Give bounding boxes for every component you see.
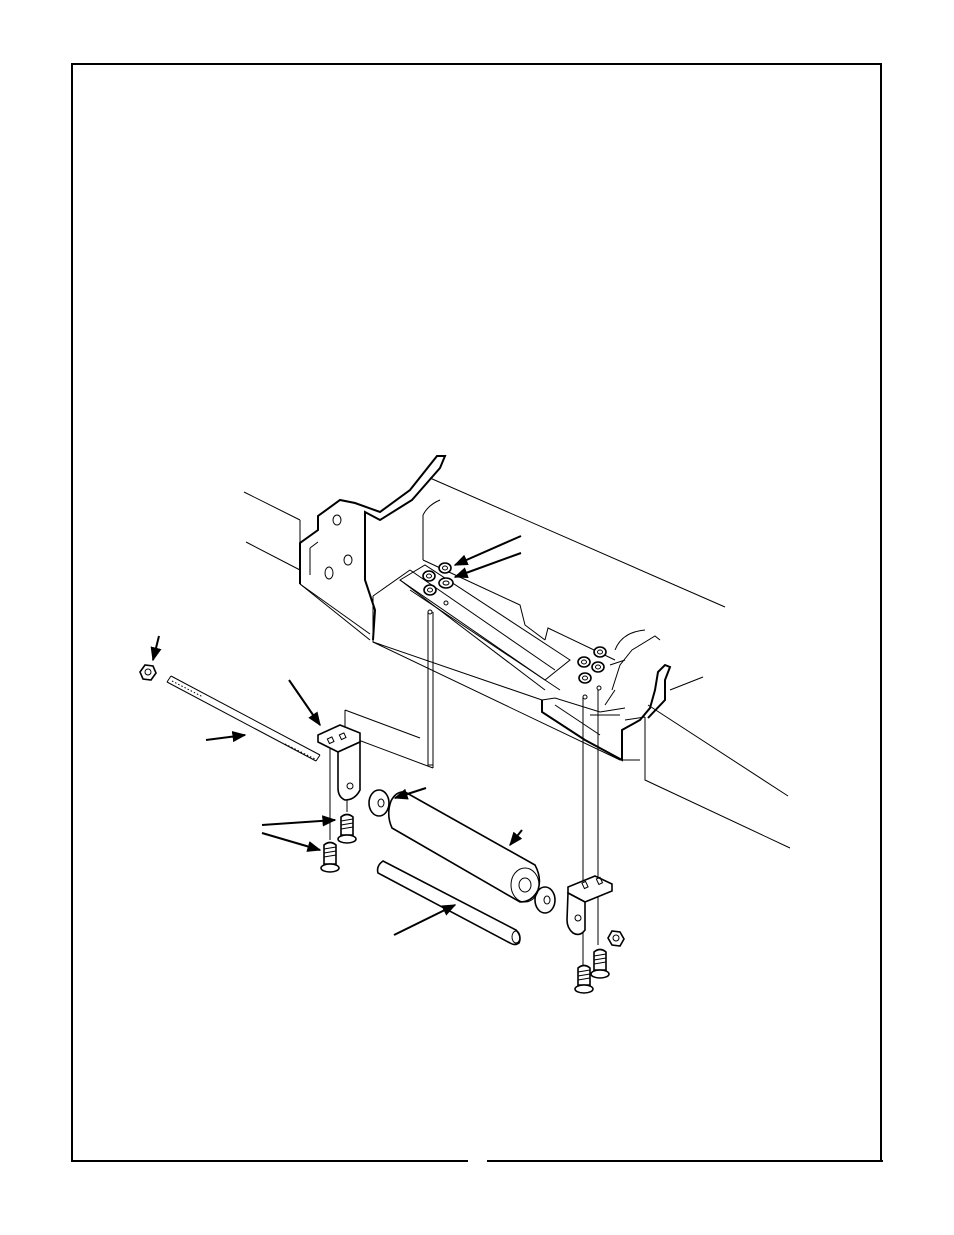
threaded-rod [167, 676, 320, 761]
hex-nut [594, 647, 606, 657]
carriage-bolt [575, 966, 593, 994]
hex-nut-group-right [578, 647, 606, 699]
lock-washer [592, 662, 604, 672]
lock-washer [579, 673, 591, 683]
hex-nut [423, 571, 435, 581]
carriage-bolt [321, 843, 339, 873]
lock-washer [439, 578, 453, 588]
hex-nut-rod-right [608, 931, 624, 946]
frame-rail [244, 478, 790, 848]
hex-nut [578, 657, 590, 667]
flat-washer-left [369, 790, 389, 816]
carriage-bolt [338, 815, 356, 844]
carriage-bolt [591, 950, 609, 979]
left-bracket [318, 725, 360, 800]
lock-washer [424, 585, 436, 595]
hex-nut [439, 563, 451, 573]
right-bracket [567, 876, 612, 934]
hex-nut-rod-end [140, 665, 156, 680]
